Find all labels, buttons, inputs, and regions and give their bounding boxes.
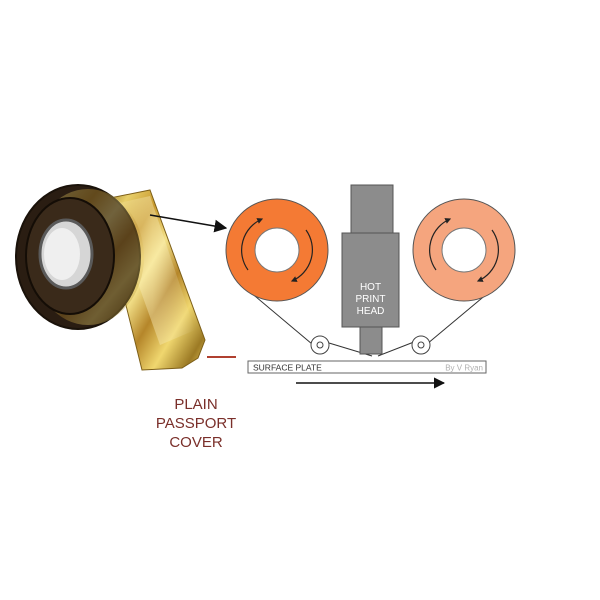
cover-label-line1: PLAIN	[174, 396, 217, 413]
head-label-line2: PRINT	[356, 294, 386, 305]
passport-cover-label: PLAIN PASSPORT COVER	[156, 396, 236, 451]
guide-pulley-left	[310, 335, 330, 355]
surface-plate: SURFACE PLATE By V Ryan	[247, 360, 487, 374]
head-label-line1: HOT	[360, 282, 381, 293]
feed-arrow	[149, 214, 228, 233]
left-roller	[225, 198, 329, 302]
guide-pulley-right	[411, 335, 431, 355]
hot-print-head: HOT PRINT HEAD	[341, 184, 400, 355]
head-label-line3: HEAD	[357, 306, 385, 317]
rotation-arrow-right	[429, 218, 452, 271]
cover-label-line3: COVER	[169, 434, 223, 451]
rotation-arrow-left	[241, 218, 264, 271]
cover-label-line2: PASSPORT	[156, 415, 236, 432]
surface-plate-label: SURFACE PLATE	[253, 363, 322, 373]
foil-roll	[15, 184, 206, 371]
right-roller	[412, 198, 516, 302]
credit-label: By V Ryan	[445, 364, 483, 373]
